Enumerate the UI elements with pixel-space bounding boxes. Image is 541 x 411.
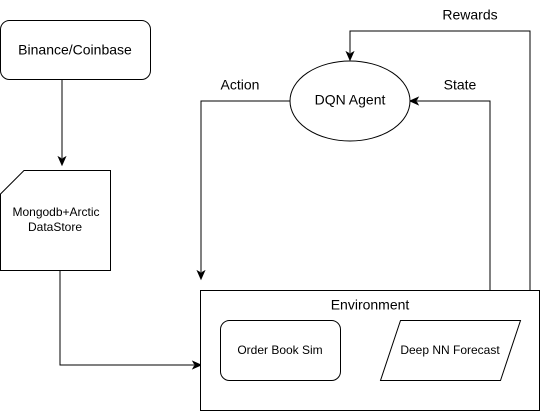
forecast-label: Deep NN Forecast xyxy=(400,343,500,357)
datastore-label-line2: DataStore xyxy=(28,220,82,234)
edge-action xyxy=(196,100,290,281)
edge-datastore-to-environment xyxy=(59,270,203,370)
edge-exchange-to-datastore xyxy=(57,80,67,167)
edge-state xyxy=(408,96,491,290)
order-book-label: Order Book Sim xyxy=(237,343,322,357)
action-label: Action xyxy=(221,77,260,93)
agent-node: DQN Agent xyxy=(289,60,411,142)
rewards-label: Rewards xyxy=(442,7,497,23)
forecast-node: Deep NN Forecast xyxy=(379,320,522,381)
datastore-node: Mongodb+Arctic DataStore xyxy=(0,170,111,271)
exchange-node: Binance/Coinbase xyxy=(0,20,151,80)
state-label: State xyxy=(444,77,477,93)
datastore-label-line1: Mongodb+Arctic xyxy=(12,205,99,219)
environment-label: Environment xyxy=(331,297,410,313)
order-book-node: Order Book Sim xyxy=(220,320,341,381)
agent-label: DQN Agent xyxy=(315,92,386,108)
exchange-label: Binance/Coinbase xyxy=(18,42,132,58)
edge-rewards xyxy=(345,30,531,290)
